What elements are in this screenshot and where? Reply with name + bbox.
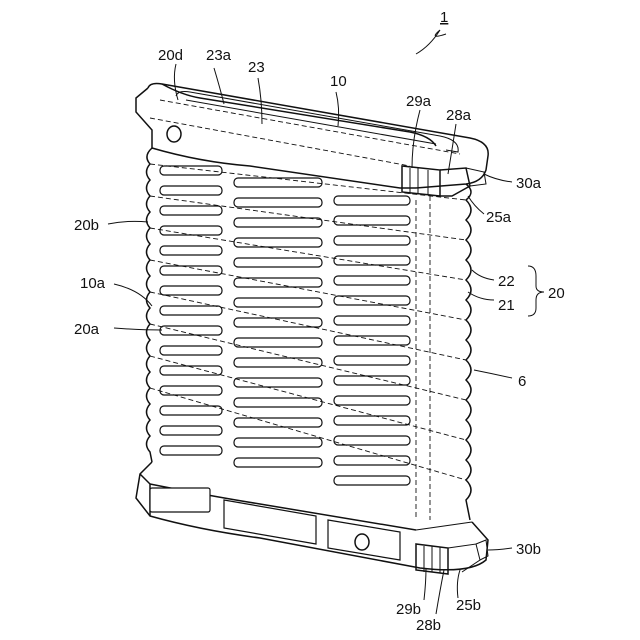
- label-20a: 20a: [74, 321, 100, 338]
- connector-block-top: [402, 166, 486, 196]
- label-22: 22: [498, 273, 515, 290]
- label-20: 20: [548, 285, 565, 302]
- label-20d: 20d: [158, 47, 183, 64]
- slot-column-right: [334, 196, 410, 485]
- label-25a: 25a: [486, 209, 512, 226]
- label-10: 10: [330, 73, 347, 90]
- label-29a: 29a: [406, 93, 432, 110]
- label-28a: 28a: [446, 107, 472, 124]
- label-30b: 30b: [516, 541, 541, 558]
- leader-lines: [108, 30, 544, 614]
- label-28b: 28b: [416, 617, 441, 634]
- slot-column-left: [160, 166, 222, 455]
- label-1: 1: [440, 9, 448, 26]
- slot-column-middle: [234, 178, 322, 467]
- label-25b: 25b: [456, 597, 481, 614]
- label-30a: 30a: [516, 175, 542, 192]
- label-6: 6: [518, 373, 526, 390]
- label-23: 23: [248, 59, 265, 76]
- slot-grid: [150, 164, 466, 485]
- label-20b: 20b: [74, 217, 99, 234]
- label-29b: 29b: [396, 601, 421, 618]
- label-10a: 10a: [80, 275, 106, 292]
- bottom-cap: [136, 462, 488, 570]
- label-23a: 23a: [206, 47, 232, 64]
- label-21: 21: [498, 297, 515, 314]
